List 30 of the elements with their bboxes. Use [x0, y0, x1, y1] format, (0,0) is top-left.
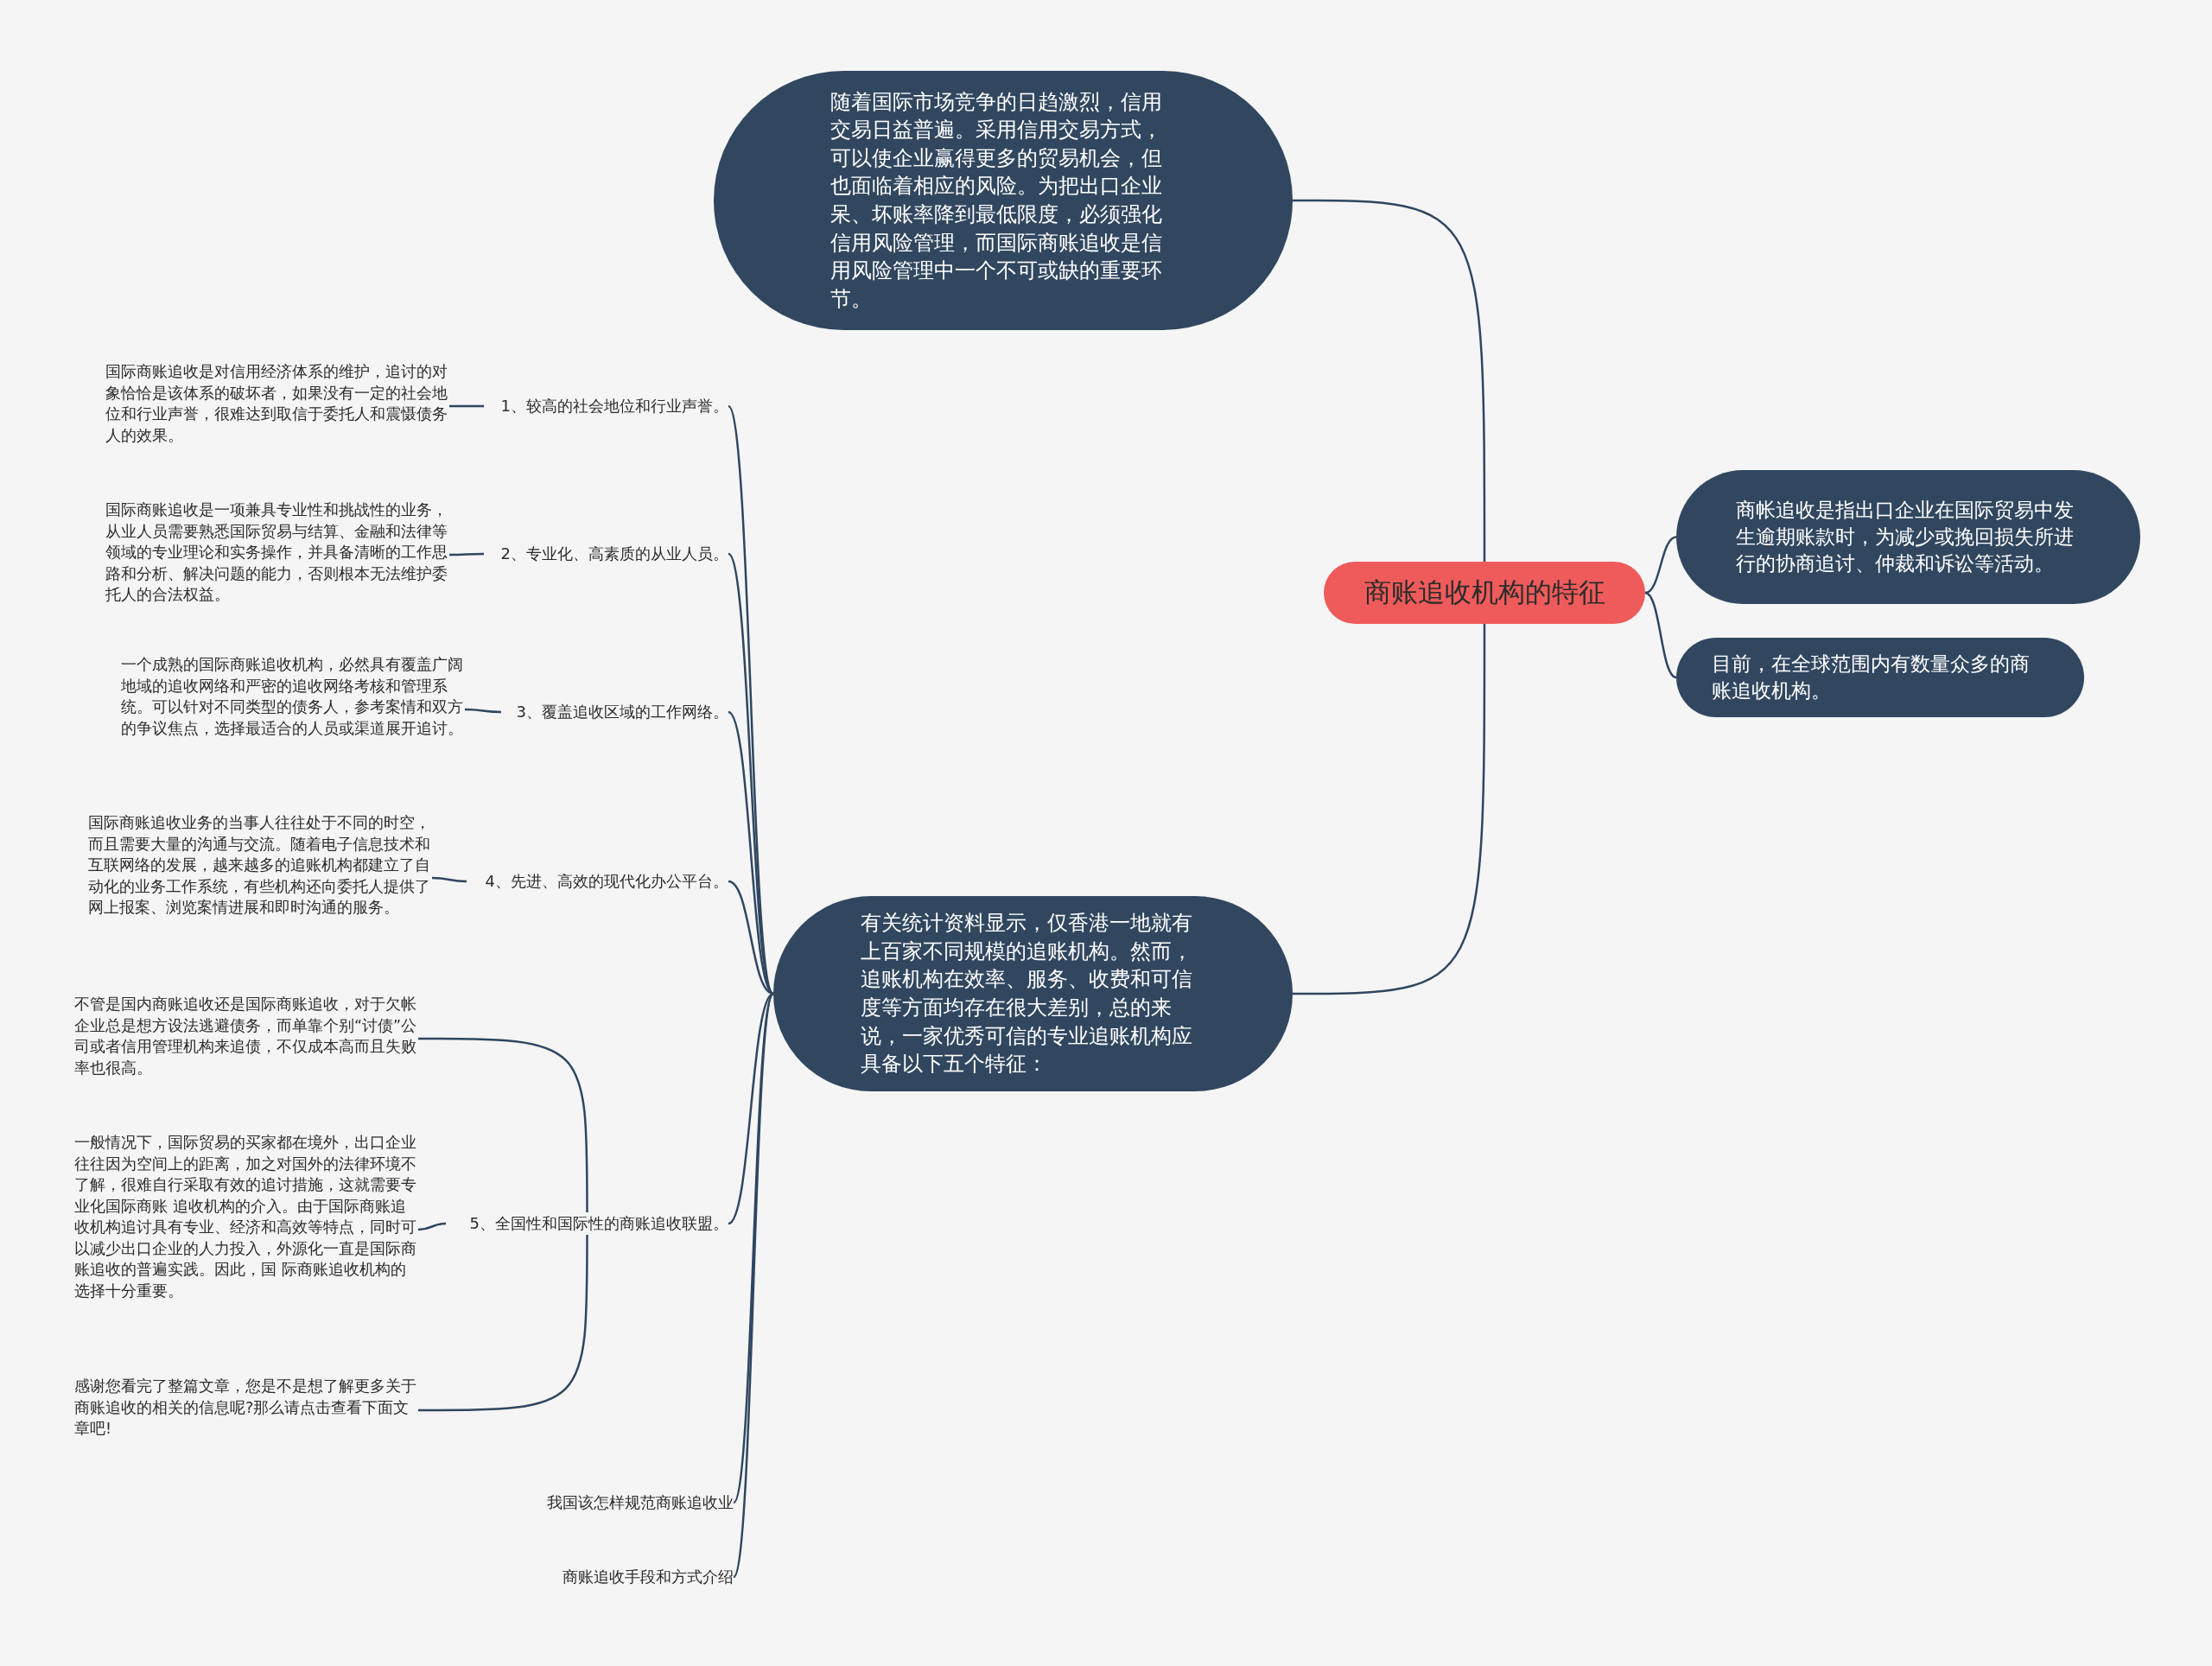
connector-line: [417, 1222, 447, 1231]
connector-line: [465, 708, 501, 714]
central-topic: 商账追收机构的特征: [1324, 562, 1645, 624]
topic-text: 有关统计资料显示，仅香港一地就有上百家不同规模的追账机构。然而，追账机构在效率、服务、收费和可信度等方面均存在很大差别，总的来说，一家优秀可信的专业追账机构应具备以下五个特征：: [860, 910, 1193, 1078]
connector-line: [449, 404, 484, 408]
topic-text: 目前，在全球范围内有数量众多的商账追收机构。: [1712, 651, 2031, 703]
note-text: 不管是国内商账追收还是国际商账追收，对于欠帐企业总是想方设法逃避债务，而单靠个别“讨债”公司或者信用管理机构来追债，不仅成本高而且失败率也很高。: [74, 994, 418, 1078]
note-text: 国际商账追收是一项兼具专业性和挑战性的业务，从业人员需要熟悉国际贸易与结算、金融和法律等领域的专业理论和实务操作，并具备清晰的工作思路和分析、解决问题的能力，否则根本无法维护委托人的合法权益。: [105, 499, 449, 606]
connector-line: [418, 1235, 588, 1412]
connector-line: [1644, 536, 1677, 595]
branch-label: 商账追收手段和方式介绍: [544, 1566, 734, 1588]
branch-label: 4、先进、高效的现代化办公平台。: [467, 870, 728, 893]
connector-line: [1293, 199, 1486, 562]
connector-line: [1293, 624, 1486, 995]
connector-line: [1644, 591, 1677, 679]
topic-text: 商帐追收是指出口企业在国际贸易中发生逾期账款时，为减少或挽回损失所进行的协商追讨、仲裁和诉讼等活动。: [1735, 497, 2075, 577]
branch-label: 3、覆盖追收区域的工作网络。: [501, 701, 728, 723]
branch-label: 1、较高的社会地位和行业声誉。: [484, 395, 728, 417]
note-text: 一个成熟的国际商账追收机构，必然具有覆盖广阔地域的追收网络和严密的追收网络考核和管理系统。可以针对不同类型的债务人，参考案情和双方的争议焦点，选择最适合的人员或渠道展开追讨。: [121, 654, 465, 739]
topic-text: 随着国际市场竞争的日趋激烈，信用交易日益普遍。采用信用交易方式，可以使企业赢得更多的贸易机会，但也面临着相应的风险。为把出口企业呆、坏账率降到最低限度，必须强化信用风险管理，而国际商账追收是信用风险管理中一个不可或缺的重要环节。: [830, 88, 1163, 313]
branch-label: 我国该怎样规范商账追收业: [527, 1491, 734, 1514]
note-text: 国际商账追收是对信用经济体系的维护，追讨的对象恰恰是该体系的破坏者，如果没有一定的社会地位和行业声誉，很难达到取信于委托人和震慑债务人的效果。: [105, 361, 449, 446]
connector-line: [431, 876, 467, 883]
note-text: 国际商账追收业务的当事人往往处于不同的时空，而且需要大量的沟通与交流。随着电子信息技术和互联网络的发展，越来越多的追账机构都建立了自动化的业务工作系统，有些机构还向委托人提供了网上报案、浏览案情进展和即时沟通的服务。: [88, 812, 432, 919]
connector-line: [418, 1037, 588, 1212]
note-text: 一般情况下，国际贸易的买家都在境外，出口企业往往因为空间上的距离，加之对国外的法律环境不了解，很难自行采取有效的追讨措施，这就需要专业化国际商账 追收机构的介入。由于国际商账追收机构追讨具有专业、经济和高效等特点，同时可以减少出口企业的人力投入，外源化一直是国际商账追收的普遍实践。因此，国 际商账追收机构的选择十分重要。: [74, 1132, 418, 1301]
connector-line: [449, 552, 484, 556]
branch-label: 2、专业化、高素质的从业人员。: [484, 543, 728, 565]
branch-label: 5、全国性和国际性的商账追收联盟。: [446, 1212, 728, 1235]
note-text: 感谢您看完了整篇文章，您是不是想了解更多关于商账追收的相关的信息呢?那么请点击查看下面文章吧!: [74, 1376, 418, 1440]
